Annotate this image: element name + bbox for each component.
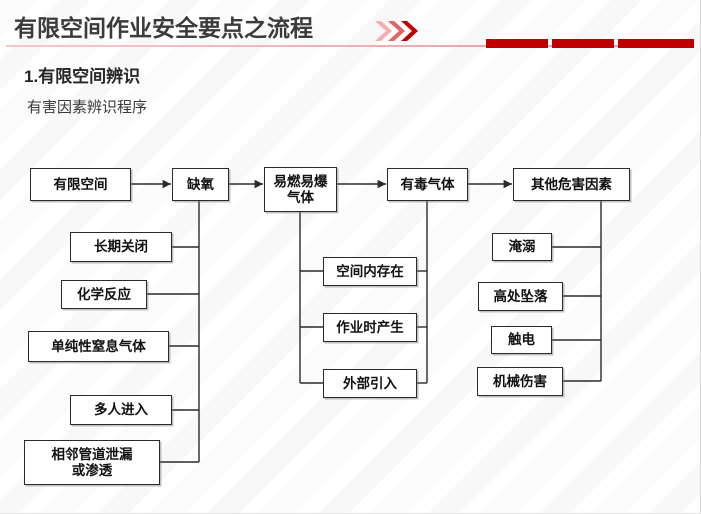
flow-node-other-hazard-factors[interactable]: 其他危害因素 xyxy=(513,168,630,201)
flow-node-exists-in-space[interactable]: 空间内存在 xyxy=(323,257,417,286)
flow-node-toxic-gas[interactable]: 有毒气体 xyxy=(387,168,468,201)
flow-node-drowning[interactable]: 淹溺 xyxy=(492,233,552,261)
flow-node-generated-during-work[interactable]: 作业时产生 xyxy=(323,313,417,342)
flow-node-long-term-closure[interactable]: 长期关闭 xyxy=(70,232,172,262)
flow-node-flammable-explosive-gas[interactable]: 易燃易爆 气体 xyxy=(264,167,337,212)
flow-node-mechanical-injury[interactable]: 机械伤害 xyxy=(477,367,563,396)
header-accent-bar-1 xyxy=(486,39,548,48)
double-chevron-right-icon xyxy=(374,19,420,43)
header-divider-rule xyxy=(6,45,694,47)
flow-node-adjacent-pipe-leak[interactable]: 相邻管道泄漏 或渗透 xyxy=(24,440,160,485)
flow-node-simple-asphyxiant-gas[interactable]: 单纯性窒息气体 xyxy=(28,331,169,362)
flow-node-introduced-externally[interactable]: 外部引入 xyxy=(323,369,417,398)
page-title: 有限空间作业安全要点之流程 xyxy=(14,15,313,41)
flow-node-confined-space[interactable]: 有限空间 xyxy=(30,168,131,201)
flow-node-chemical-reaction[interactable]: 化学反应 xyxy=(61,280,147,309)
flow-node-fall-from-height[interactable]: 高处坠落 xyxy=(478,282,563,311)
header-accent-bar-3 xyxy=(618,39,694,48)
flow-node-electric-shock[interactable]: 触电 xyxy=(491,326,552,354)
flow-node-oxygen-deficiency[interactable]: 缺氧 xyxy=(172,168,229,201)
section-subheading: 有害因素辨识程序 xyxy=(27,99,148,116)
section-heading: 1.有限空间辨识 xyxy=(24,67,141,86)
flow-node-multiple-entry[interactable]: 多人进入 xyxy=(70,395,172,425)
slide-header: 有限空间作业安全要点之流程 xyxy=(0,0,700,50)
header-accent-bar-2 xyxy=(552,39,614,48)
